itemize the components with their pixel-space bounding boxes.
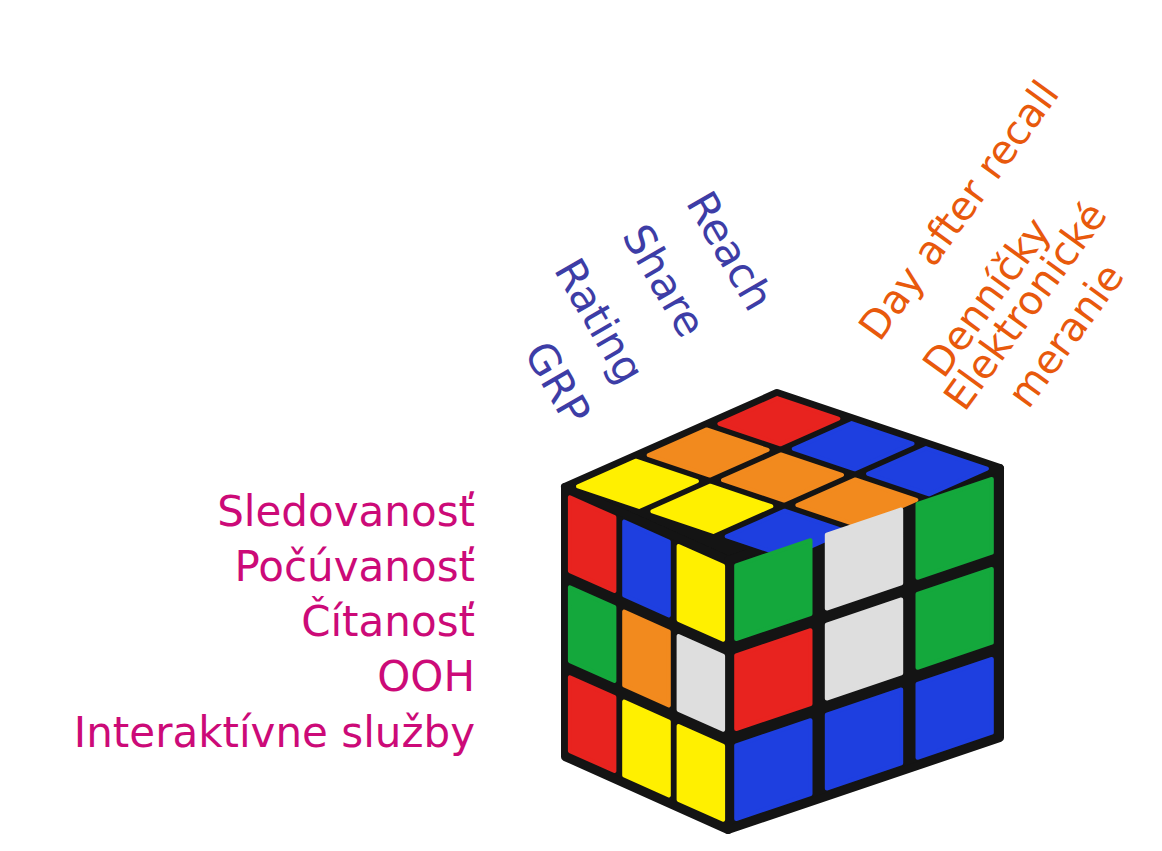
cube-sticker [827, 690, 901, 789]
cube-sticker [624, 522, 669, 616]
medium-label: Interaktívne služby [74, 708, 475, 758]
cube-sticker [736, 720, 810, 819]
cube-sticker [570, 497, 615, 591]
cube-sticker [918, 569, 992, 668]
cube-left-face [565, 487, 728, 830]
medium-label: Počúvanosť [235, 542, 476, 592]
cube-sticker [624, 612, 669, 706]
cube-sticker [679, 636, 724, 730]
medium-label: Čítanosť [301, 597, 475, 647]
cube-sticker [918, 659, 992, 758]
cube-sticker [679, 546, 724, 640]
cube-sticker [918, 479, 992, 578]
cube-sticker [570, 677, 615, 771]
medium-label: Sledovanosť [217, 487, 475, 537]
cube-sticker [679, 726, 724, 820]
cube-sticker [570, 587, 615, 681]
cube-sticker [736, 630, 810, 729]
medium-label: OOH [377, 652, 475, 702]
cube-sticker [827, 510, 901, 609]
cube-sticker [624, 702, 669, 796]
cube-sticker [736, 540, 810, 639]
cube-sticker [827, 600, 901, 699]
